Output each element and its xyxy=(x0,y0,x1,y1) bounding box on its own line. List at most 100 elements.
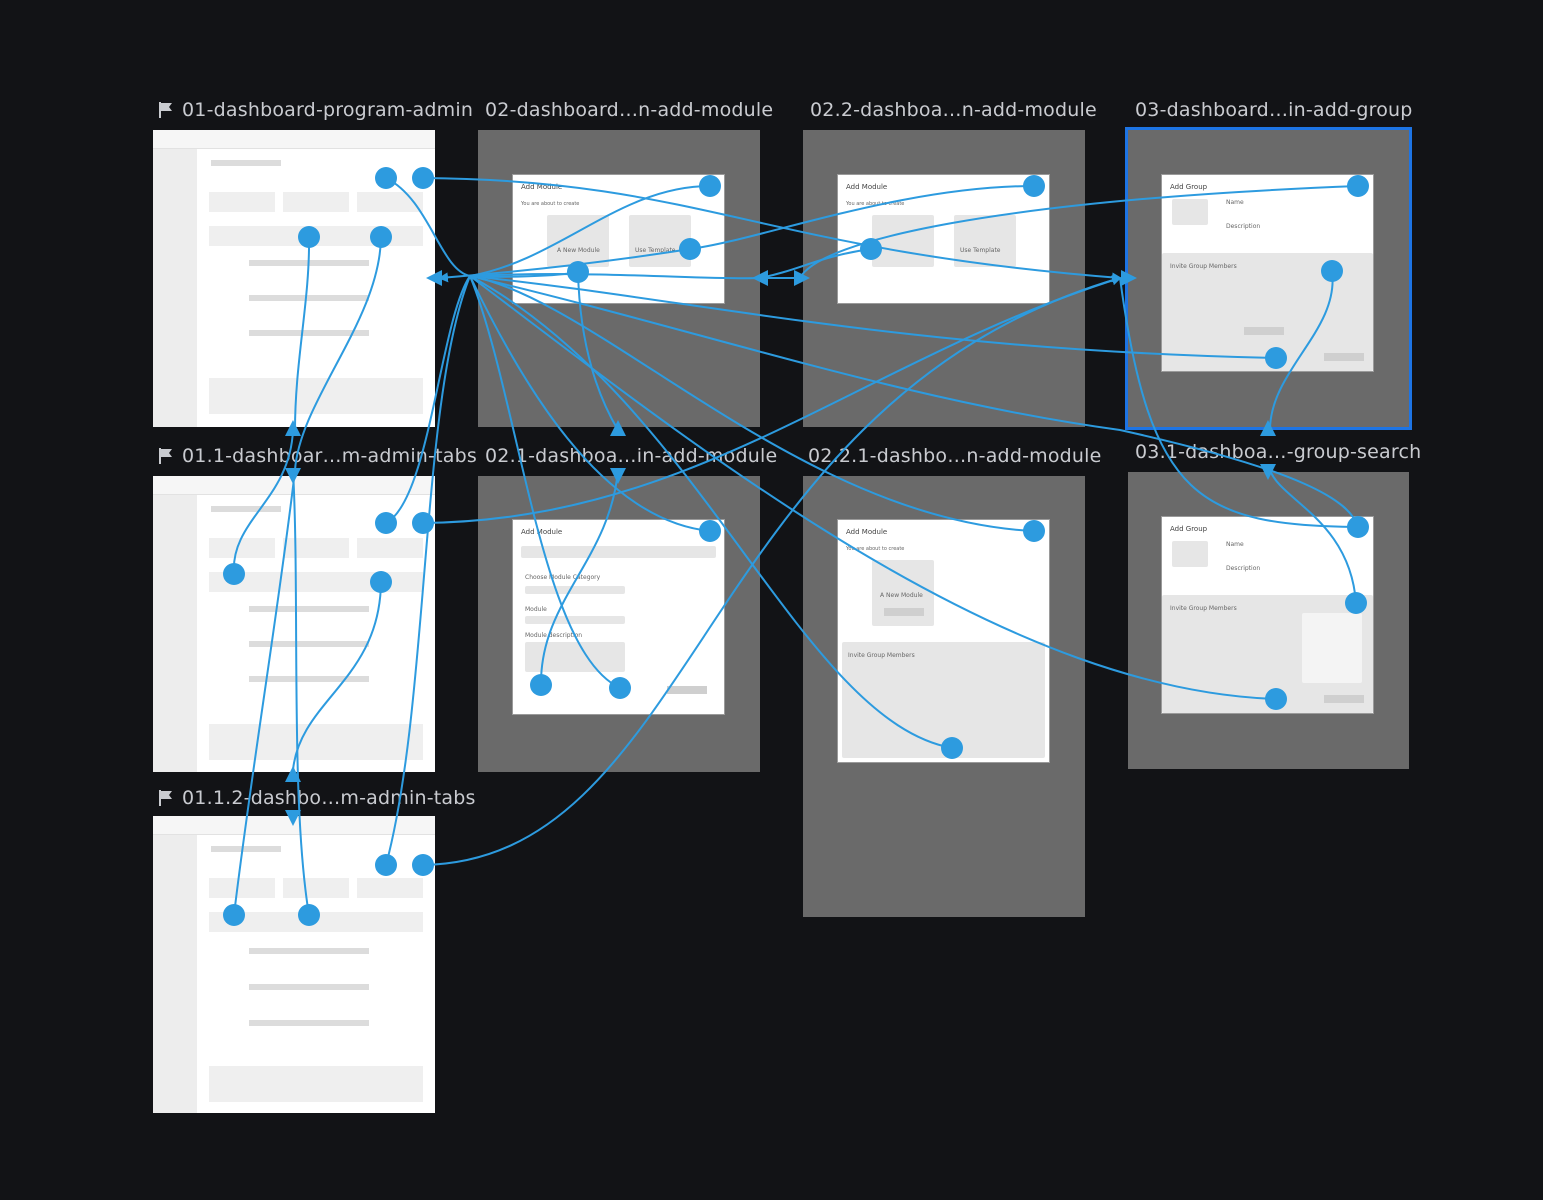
frame-031-thumbnail[interactable]: Add Group Name Description Invite Group … xyxy=(1128,472,1409,769)
placeholder-bar xyxy=(211,506,281,512)
flag-icon xyxy=(158,789,174,807)
field-label: Description xyxy=(1226,565,1261,572)
link-line[interactable] xyxy=(385,177,471,277)
link-line[interactable] xyxy=(689,185,1035,250)
frame-label-text: 01.1.2-dashbo…m-admin-tabs xyxy=(182,787,476,809)
frame-label-text: 02.2.1-dashbo…n-add-module xyxy=(808,445,1102,467)
row-bar xyxy=(249,295,369,301)
create-button xyxy=(1324,695,1364,703)
link-line[interactable] xyxy=(759,248,872,279)
arrowhead xyxy=(610,468,626,484)
invite-title: Invite Group Members xyxy=(1170,605,1237,612)
frame-label-022[interactable]: 02.2-dashboa…n-add-module xyxy=(810,99,1097,121)
frame-021-thumbnail[interactable]: Add Module Choose Module Category Module… xyxy=(478,476,760,772)
sidebar xyxy=(153,816,197,1113)
select-field xyxy=(525,586,625,594)
option-card xyxy=(629,215,691,267)
frame-label-01[interactable]: 01-dashboard-program-admin xyxy=(158,99,473,121)
modal-title: Add Group xyxy=(1170,525,1208,533)
stat-card xyxy=(209,878,275,898)
frame-label-0112[interactable]: 01.1.2-dashbo…m-admin-tabs xyxy=(158,787,476,809)
link-line[interactable] xyxy=(469,275,621,689)
frame-01-thumbnail[interactable] xyxy=(153,130,435,427)
text-field xyxy=(525,616,625,624)
link-line[interactable] xyxy=(1119,277,1359,528)
frame-03-thumbnail[interactable]: Add Group Name Description Invite Group … xyxy=(1125,127,1412,430)
modal-title: Add Module xyxy=(846,183,888,191)
link-line[interactable] xyxy=(469,275,1277,359)
frame-label-text: 02.1-dashboa…in-add-module xyxy=(485,445,778,467)
arrowhead xyxy=(1260,464,1276,480)
placeholder-bar xyxy=(211,846,281,852)
link-line[interactable] xyxy=(469,275,711,532)
row-bar xyxy=(249,641,369,647)
image-placeholder xyxy=(1172,199,1208,225)
link-line[interactable] xyxy=(294,236,311,431)
frame-0112-thumbnail[interactable] xyxy=(153,816,435,1113)
frame-label-text: 02-dashboard…n-add-module xyxy=(485,99,774,121)
link-line[interactable] xyxy=(1269,469,1357,604)
frame-label-011[interactable]: 01.1-dashboar…m-admin-tabs xyxy=(158,445,477,467)
frame-0221-thumbnail[interactable]: Add Module You are about to create A New… xyxy=(803,476,1085,917)
link-line[interactable] xyxy=(385,275,471,524)
frame-label-text: 02.2-dashboa…n-add-module xyxy=(810,99,1097,121)
link-line[interactable] xyxy=(469,275,1359,528)
add-group-modal: Add Group Name Description Invite Group … xyxy=(1162,175,1373,371)
link-line[interactable] xyxy=(232,429,294,575)
add-module-form-modal: Add Module Choose Module Category Module… xyxy=(513,520,724,714)
field-label: Name xyxy=(1226,199,1244,206)
flag-icon xyxy=(158,447,174,465)
link-line[interactable] xyxy=(469,275,1035,532)
frame-label-03[interactable]: 03-dashboard…in-add-group xyxy=(1135,99,1413,121)
frame-label-0221[interactable]: 02.2.1-dashbo…n-add-module xyxy=(808,445,1102,467)
row-bar xyxy=(249,948,369,954)
stat-card xyxy=(357,538,423,558)
frame-label-021[interactable]: 02.1-dashboa…in-add-module xyxy=(485,445,777,467)
link-line[interactable] xyxy=(422,277,1121,866)
row-bar xyxy=(249,330,369,336)
stat-card xyxy=(357,192,423,212)
arrowhead xyxy=(610,420,626,436)
arrowhead xyxy=(285,420,301,436)
frame-022-thumbnail[interactable]: Add Module You are about to create Use T… xyxy=(803,130,1085,427)
row-bar xyxy=(249,676,369,682)
upload-button xyxy=(1244,327,1284,335)
link-line[interactable] xyxy=(292,581,382,771)
row-bar xyxy=(249,606,369,612)
link-line[interactable] xyxy=(469,275,1277,700)
link-line[interactable] xyxy=(469,273,761,280)
link-line[interactable] xyxy=(385,275,471,866)
footer-card xyxy=(209,724,423,760)
link-line[interactable] xyxy=(233,236,382,916)
link-line[interactable] xyxy=(422,177,1122,283)
stat-card xyxy=(283,538,349,558)
option-card xyxy=(872,215,934,267)
row-bar xyxy=(249,1020,369,1026)
arrowhead xyxy=(1121,270,1137,286)
link-line[interactable] xyxy=(799,185,1359,279)
option-label: Use Template xyxy=(635,247,676,254)
stat-card xyxy=(357,878,423,898)
link-line[interactable] xyxy=(469,275,953,749)
link-line[interactable] xyxy=(1269,270,1334,431)
option-label: A New Module xyxy=(880,592,923,599)
sidebar xyxy=(153,130,197,427)
create-button xyxy=(1324,353,1364,361)
frame-label-031[interactable]: 03.1-dashboa…-group-search xyxy=(1135,441,1421,463)
invite-title: Invite Group Members xyxy=(848,652,915,659)
frame-label-02[interactable]: 02-dashboard…n-add-module xyxy=(485,99,773,121)
arrowhead xyxy=(1260,420,1276,436)
sidebar xyxy=(153,476,197,772)
arrowhead xyxy=(752,270,768,286)
add-module-invite-modal: Add Module You are about to create A New… xyxy=(838,520,1049,762)
link-line[interactable] xyxy=(292,469,310,916)
link-line[interactable] xyxy=(422,275,1122,524)
add-group-search-modal: Add Group Name Description Invite Group … xyxy=(1162,517,1373,713)
tab-strip xyxy=(209,226,423,246)
field-label: Description xyxy=(1226,223,1261,230)
link-line[interactable] xyxy=(539,469,619,686)
topbar xyxy=(153,130,435,149)
option-label: A New Module xyxy=(557,247,600,254)
link-line[interactable] xyxy=(469,185,711,277)
modal-title: Add Group xyxy=(1170,183,1208,191)
